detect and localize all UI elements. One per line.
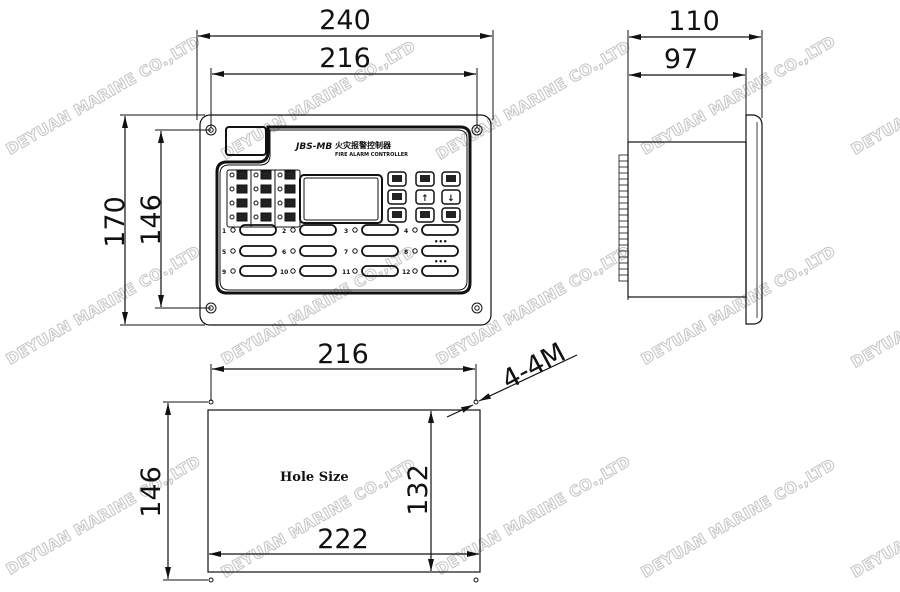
- zone-button-5[interactable]: [239, 245, 277, 257]
- english-label: FIRE ALARM CONTROLLER: [335, 152, 408, 158]
- watermark: DEYUAN MARINE CO.,LTD: [638, 242, 839, 368]
- leader-line-4-4m: [478, 354, 578, 402]
- function-key[interactable]: [441, 207, 461, 223]
- front-bezel: [745, 114, 763, 325]
- watermark: DEYUAN MARINE CO.,LTD: [433, 37, 634, 163]
- watermark: DEYUAN MARINE CO.,LTD: [3, 32, 204, 158]
- front-view: [120, 30, 494, 326]
- front-plate: [199, 114, 492, 326]
- up-key[interactable]: [415, 189, 435, 205]
- zone-button-11[interactable]: [361, 265, 399, 277]
- down-key[interactable]: [441, 189, 461, 205]
- dim-label-170: 170: [100, 196, 131, 248]
- dim-label-97: 97: [664, 44, 698, 75]
- watermark: DEYUAN MARINE CO.,LTD: [848, 455, 900, 581]
- zone-number: 1: [222, 228, 226, 235]
- zone-number: 8: [404, 249, 408, 256]
- zone-button-7[interactable]: [361, 245, 399, 257]
- zone-button-6[interactable]: [299, 245, 337, 257]
- watermark: DEYUAN MARINE CO.,LTD: [848, 32, 900, 158]
- zone-button-8[interactable]: [421, 245, 459, 257]
- cutout-view: [163, 354, 578, 583]
- function-key[interactable]: [387, 189, 407, 205]
- zone-button-1[interactable]: [239, 224, 277, 236]
- zone-number: 4: [404, 228, 408, 235]
- status-led-grid: [226, 169, 301, 228]
- zone-number: 9: [222, 269, 226, 276]
- dim-label-216: 216: [319, 43, 371, 74]
- zone-number: 5: [222, 249, 226, 256]
- model-label: JBS-MB: [294, 142, 332, 152]
- dim-label-110: 110: [668, 6, 720, 37]
- mount-hole-markers: [208, 399, 479, 583]
- zone-button-10[interactable]: [299, 265, 337, 277]
- mount-hole-icons: [205, 124, 483, 314]
- zone-button-4[interactable]: [421, 224, 459, 236]
- dim-label-222: 222: [317, 524, 369, 555]
- zone-button-12[interactable]: [421, 265, 459, 277]
- watermark: DEYUAN MARINE CO.,LTD: [3, 242, 204, 368]
- function-key[interactable]: [441, 171, 461, 187]
- function-key[interactable]: [387, 207, 407, 223]
- terminal-block: [618, 154, 629, 282]
- control-panel: [215, 125, 472, 295]
- zone-number: 2: [282, 228, 286, 235]
- hole-size-label: Hole Size: [280, 470, 349, 485]
- dim-label-132: 132: [403, 464, 434, 516]
- dim-label-216-cutout: 216: [317, 339, 369, 370]
- down-arrow-icon: ↓: [447, 194, 455, 204]
- front-view-labels: JBS-MB 火灾报警控制器 FIRE ALARM CONTROLLER ↑ ↓…: [100, 5, 455, 276]
- dim-label-240: 240: [319, 5, 371, 36]
- side-view: [618, 30, 763, 325]
- zone-buttons: [239, 224, 459, 277]
- function-keypad: [387, 171, 461, 223]
- up-arrow-icon: ↑: [421, 194, 429, 204]
- dim-label-4-4m: 4-4M: [497, 337, 571, 396]
- enclosure-body: [627, 141, 747, 298]
- watermark: DEYUAN MARINE CO.,LTD: [433, 452, 634, 578]
- zone-button-2[interactable]: [299, 224, 337, 236]
- zone-number: 11: [342, 269, 350, 276]
- zone-number: 7: [344, 249, 348, 256]
- watermark: DEYUAN MARINE CO.,LTD: [848, 245, 900, 371]
- cutout-hole: [207, 409, 481, 573]
- zone-number: 3: [344, 228, 348, 235]
- indicator-window: [225, 126, 267, 156]
- side-view-labels: 110 97: [664, 6, 720, 75]
- zone-number: 6: [282, 249, 286, 256]
- more-indicator: •••: [434, 258, 447, 266]
- chinese-label: 火灾报警控制器: [335, 140, 392, 150]
- zone-button-3[interactable]: [361, 224, 399, 236]
- function-key[interactable]: [387, 171, 407, 187]
- dim-label-146-cutout: 146: [136, 466, 167, 518]
- function-key[interactable]: [415, 207, 435, 223]
- zone-leds: [230, 227, 418, 274]
- more-indicator: •••: [434, 238, 447, 246]
- zone-number: 10: [280, 269, 288, 276]
- dim-label-146: 146: [136, 194, 167, 246]
- zone-number: 12: [402, 269, 410, 276]
- zone-button-9[interactable]: [239, 265, 277, 277]
- watermark: DEYUAN MARINE CO.,LTD: [3, 452, 204, 578]
- function-key[interactable]: [415, 171, 435, 187]
- watermark: DEYUAN MARINE CO.,LTD: [638, 455, 839, 581]
- lcd-screen: [299, 174, 383, 224]
